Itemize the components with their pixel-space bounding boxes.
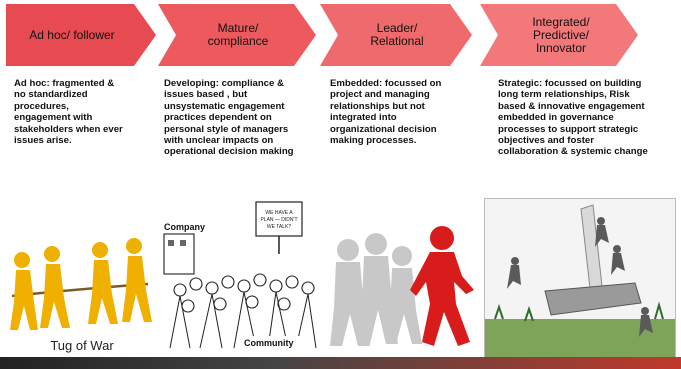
stage-description-3: Embedded: focussed on project and managi… [330,78,480,146]
hammer-illustration [484,198,676,358]
tug-of-war-illustration: Tug of War [8,198,156,358]
description-line: processes to support strategic [498,123,639,135]
description-line: procedures, [14,100,69,112]
description-line: making processes. [330,135,417,147]
description-line: unsystematic engagement [164,100,285,112]
panel-caption: Tug of War [50,338,114,353]
cartoon-crowd-drawing: Company WE HAVE A PLAN — DIDN'T WE TALK?… [160,198,320,358]
stage-label: Relational [370,34,424,48]
description-line: operational decision making [164,146,294,158]
description-line: personal style of managers [164,123,289,135]
description-line: organizational decision [330,123,437,135]
stage-label: Leader/ [376,21,418,35]
stage-label: Predictive/ [532,27,590,42]
description-line: relationships but not [330,100,425,112]
description-line: collaboration & systemic change [498,146,648,158]
stage-description-1: Ad hoc: fragmented & no standardized pro… [14,78,159,146]
description-line: long term relationships, Risk [498,89,630,101]
hammer-figures [485,199,675,357]
svg-text:PLAN — DIDN'T: PLAN — DIDN'T [260,217,297,223]
stage-chevron-4: Integrated/ Predictive/ Innovator [480,4,638,66]
bottom-accent-bar [0,357,681,369]
description-line: stakeholders when ever [14,123,123,135]
description-line: no standardized [14,89,88,101]
company-community-cartoon: Company WE HAVE A PLAN — DIDN'T WE TALK?… [160,198,320,358]
stage-label: Mature/ [217,21,259,35]
label-community: Community [244,338,294,348]
description-line: embedded in governance [498,112,614,124]
leader-running-figures [326,198,476,358]
description-line: Developing: compliance & [164,78,284,89]
stage-label: compliance [207,34,269,48]
description-line: Strategic: focussed on building [498,78,642,89]
label-company: Company [164,222,205,232]
stage-label: Integrated/ [532,14,590,29]
description-line: integrated into [330,112,397,124]
description-line: objectives and foster [498,135,594,147]
description-line: project and managing [330,89,430,101]
description-line: based & innovative engagement [498,100,645,112]
description-line: Ad hoc: fragmented & [14,78,115,89]
stage-description-2: Developing: compliance & issues based , … [164,78,324,158]
stage-label: Ad hoc/ follower [29,27,115,42]
description-line: practices dependent on [164,112,272,124]
stage-description-4: Strategic: focussed on building long ter… [498,78,678,158]
description-line: Embedded: focussed on [330,78,442,89]
svg-text:WE HAVE A: WE HAVE A [265,210,293,216]
stage-chevron-1: Ad hoc/ follower [6,4,156,66]
svg-text:WE TALK?: WE TALK? [267,224,291,230]
description-line: engagement with [14,112,93,124]
stage-label: Innovator [535,40,587,55]
tug-of-war-figures: Tug of War [8,198,156,358]
leader-figure-illustration [326,198,476,358]
description-line: with unclear impacts on [164,135,274,147]
description-line: issues based , but [164,89,248,101]
stage-chevron-2: Mature/ compliance [158,4,316,66]
stage-chevron-3: Leader/ Relational [320,4,472,66]
description-line: issues arise. [14,135,72,147]
